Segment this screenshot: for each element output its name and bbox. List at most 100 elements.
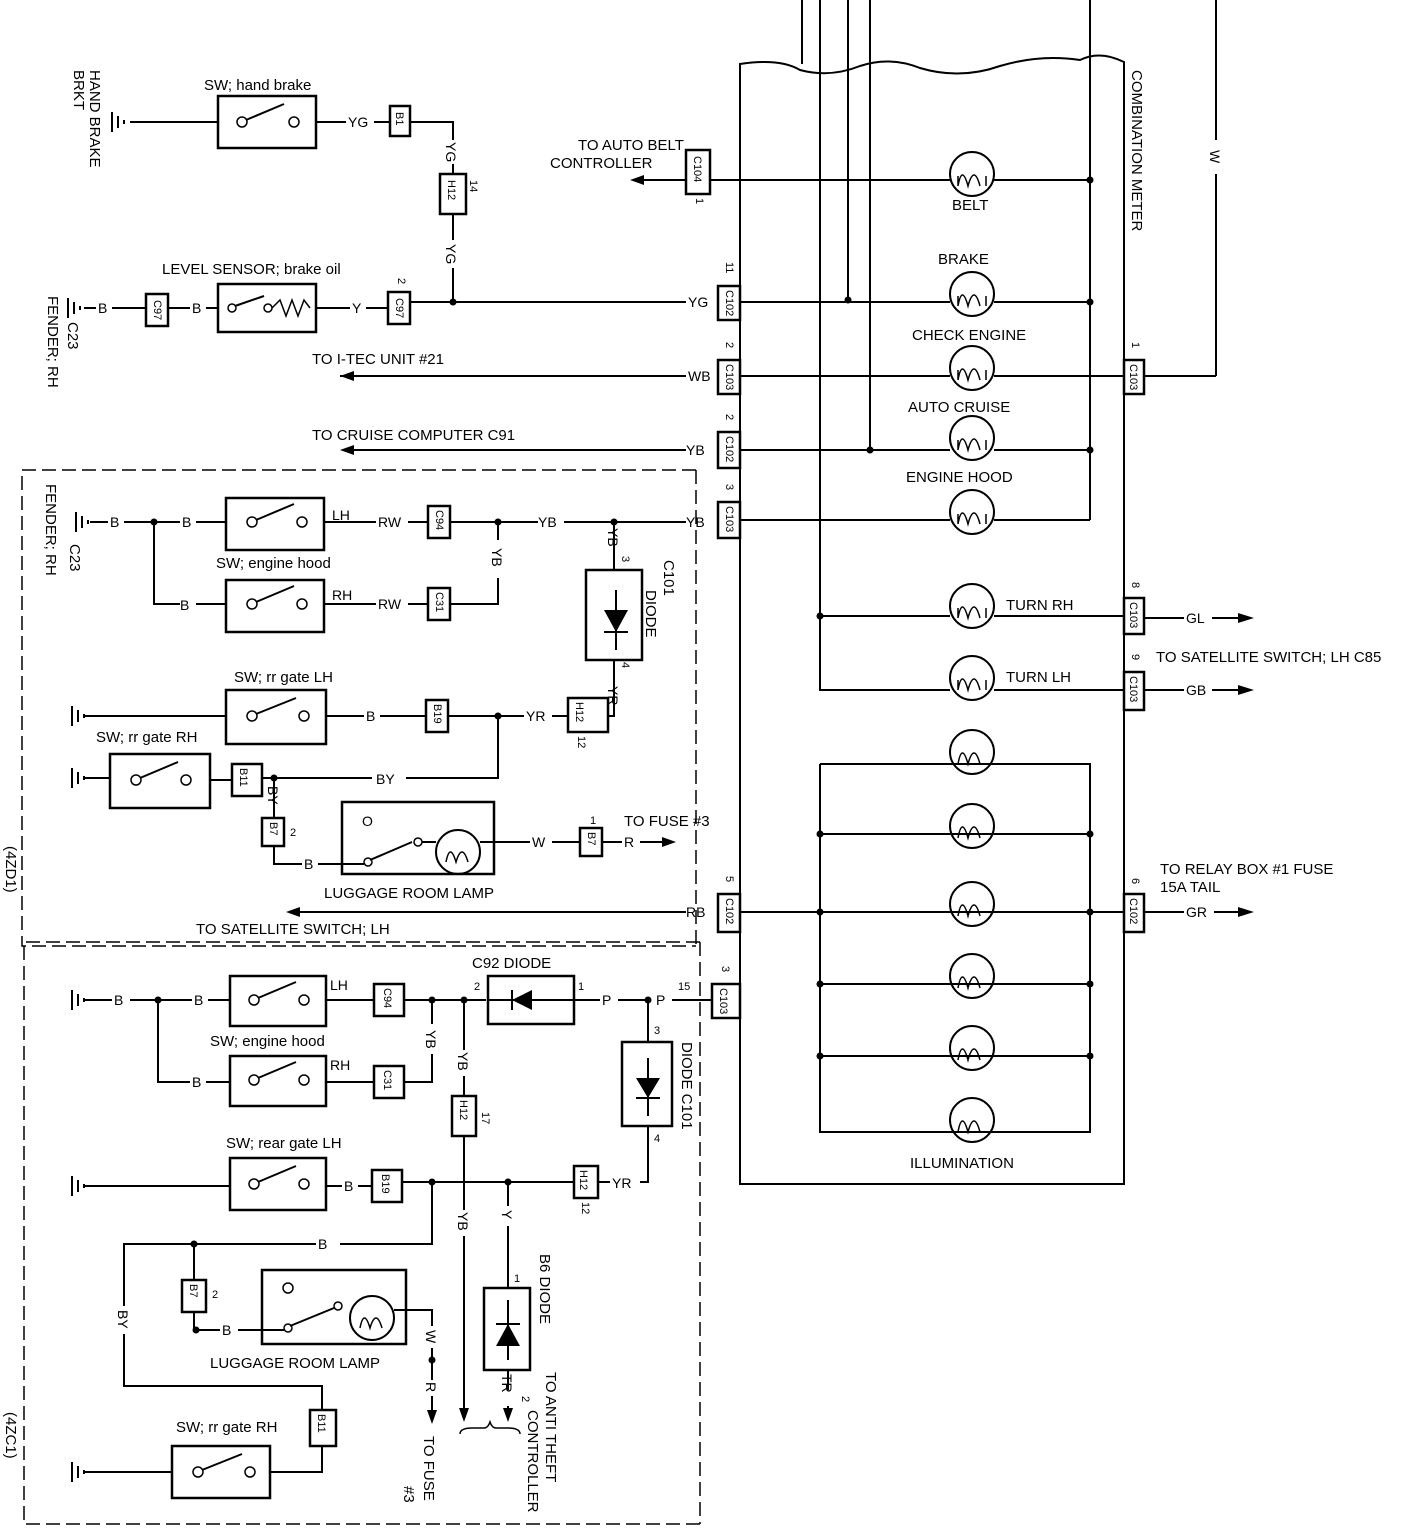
pin-1-c104: 1: [693, 198, 705, 204]
pin-1-c103-right: 1: [1129, 342, 1141, 348]
sw-engine-hood-rh-2: [228, 1054, 328, 1108]
pin-2-c92: 2: [474, 981, 480, 993]
wire-b-1: B: [98, 300, 107, 316]
fender-rh-label-1: FENDER; RH: [44, 296, 61, 388]
fender-ground-2: FENDER; RH C23: [42, 484, 108, 576]
wire-r-1: R: [624, 834, 634, 850]
wire-b-10: B: [192, 1074, 201, 1090]
connector-c97-1-label: C97: [151, 300, 163, 320]
wire-rw-2: RW: [378, 596, 402, 612]
connector-c97-2-label: C97: [393, 298, 405, 318]
pin-4-diode-2: 4: [654, 1133, 660, 1145]
connector-c97-2: [386, 290, 412, 326]
lamp-check-engine: [740, 345, 1124, 391]
connector-c102-rb-label: C102: [723, 898, 735, 924]
wire-lh-2: LH: [330, 977, 348, 993]
wire-r-2: R: [423, 1382, 439, 1392]
wire-by-2: BY: [265, 786, 281, 805]
illumination-lamps: [816, 729, 1094, 1143]
sw-rr-gate-rh-label-2: SW; rr gate RH: [176, 1419, 277, 1436]
sw-rear-gate-lh-2: [228, 1156, 328, 1212]
wire-rh-2: RH: [330, 1057, 350, 1073]
dest-relay-box-1: TO RELAY BOX #1 FUSE: [1160, 861, 1333, 878]
lamp-belt-label: BELT: [952, 197, 988, 214]
connector-c31-2-label: C31: [381, 1070, 393, 1090]
dest-fuse3-bottom: TO FUSE: [420, 1436, 437, 1501]
pin-17: 17: [479, 1112, 491, 1124]
wire-gb: GB: [1186, 682, 1206, 698]
pin-2-c97: 2: [395, 278, 407, 284]
connector-b11-2-label: B11: [315, 1414, 327, 1433]
connector-c103-2: [716, 500, 742, 540]
lamp-brake: [718, 271, 1094, 317]
connector-b11-1: [230, 762, 264, 798]
connector-b7-3: [180, 1278, 208, 1314]
connector-h12-1: [566, 696, 610, 734]
dest-auto-belt: TO AUTO BELT: [578, 137, 684, 154]
wire-y-1: Y: [352, 300, 362, 316]
wire-lh-1: LH: [332, 507, 350, 523]
lamp-engine-hood-label: ENGINE HOOD: [906, 469, 1013, 486]
pin-2-b6: 2: [519, 1396, 531, 1402]
connector-b19-1-label: B19: [431, 704, 443, 724]
section-1-label: (4ZD1): [2, 846, 19, 893]
wire-p-2: P: [656, 992, 665, 1008]
pin-5: 5: [723, 876, 735, 882]
connector-c103-turn-rh-label: C103: [1127, 602, 1139, 628]
wire-b-13: B: [222, 1322, 231, 1338]
pin-3-diode-2: 3: [654, 1025, 660, 1037]
wire-yb-4: YB: [605, 528, 621, 547]
wire-b-7: B: [304, 856, 313, 872]
wire-gl: GL: [1186, 610, 1205, 626]
wire-b-3: B: [110, 514, 119, 530]
pin-6: 6: [1129, 878, 1141, 884]
sw-hand-brake: [216, 94, 318, 150]
pin-8: 8: [1129, 582, 1141, 588]
wire-yb-5: YB: [423, 1030, 439, 1049]
connector-c94-2: [372, 982, 406, 1018]
wire-gr: GR: [1186, 904, 1207, 920]
fender-rh-label-2: FENDER; RH: [42, 484, 59, 576]
connector-c94-1-label: C94: [433, 510, 445, 530]
wire-yr-3: YR: [612, 1175, 631, 1191]
wire-b-2: B: [192, 300, 201, 316]
wire-b-5: B: [180, 597, 189, 613]
connector-c102-2: [716, 430, 742, 470]
connector-b7-2-label: B7: [585, 832, 597, 845]
connector-c102-gr-label: C102: [1127, 898, 1139, 924]
pin-2-c103: 2: [723, 342, 735, 348]
connector-c102-1-label: C102: [723, 290, 735, 316]
connector-h12-1-label: H12: [573, 702, 585, 722]
section-1-border: [21, 469, 696, 947]
sw-hand-brake-label: SW; hand brake: [204, 77, 311, 94]
connector-c102-1: [716, 284, 742, 322]
wire-w-1: W: [532, 834, 546, 850]
pin-1-b7-2: 1: [590, 815, 596, 827]
connector-b11-2: [308, 1408, 338, 1448]
ground-rr-gate-rh-2: [71, 1462, 172, 1482]
pin-2-b7-1: 2: [290, 827, 296, 839]
wire-b-11: B: [344, 1178, 353, 1194]
section-2-label: (4ZC1): [2, 1412, 19, 1459]
pin-11: 11: [723, 262, 735, 273]
pin-3-c103-3: 3: [719, 966, 731, 972]
wire-by-3: BY: [115, 1310, 131, 1329]
sw-rr-gate-lh-label-1: SW; rr gate LH: [234, 669, 333, 686]
dest-itec: TO I-TEC UNIT #21: [312, 351, 444, 368]
wire-w-top: W: [1207, 150, 1223, 164]
lamp-engine-hood: [740, 489, 1090, 535]
lamp-auto-cruise: [740, 415, 1094, 461]
luggage-room-lamp-label-2: LUGGAGE ROOM LAMP: [210, 1355, 380, 1372]
dest-relay-box-2: 15A TAIL: [1160, 879, 1220, 896]
connector-c97-1: [144, 292, 170, 328]
lamp-belt: [949, 151, 1094, 197]
dest-cruise: TO CRUISE COMPUTER C91: [312, 427, 515, 444]
lamp-1-o: O: [362, 813, 373, 829]
wire-yr-2: YR: [526, 708, 545, 724]
connector-h12-top-label: H12: [445, 180, 457, 200]
wire-yg-4: YG: [688, 294, 708, 310]
wire-yb-6: YB: [455, 1052, 471, 1071]
combination-meter-outline: [739, 54, 1125, 1185]
pin-1-b6: 1: [514, 1273, 520, 1285]
